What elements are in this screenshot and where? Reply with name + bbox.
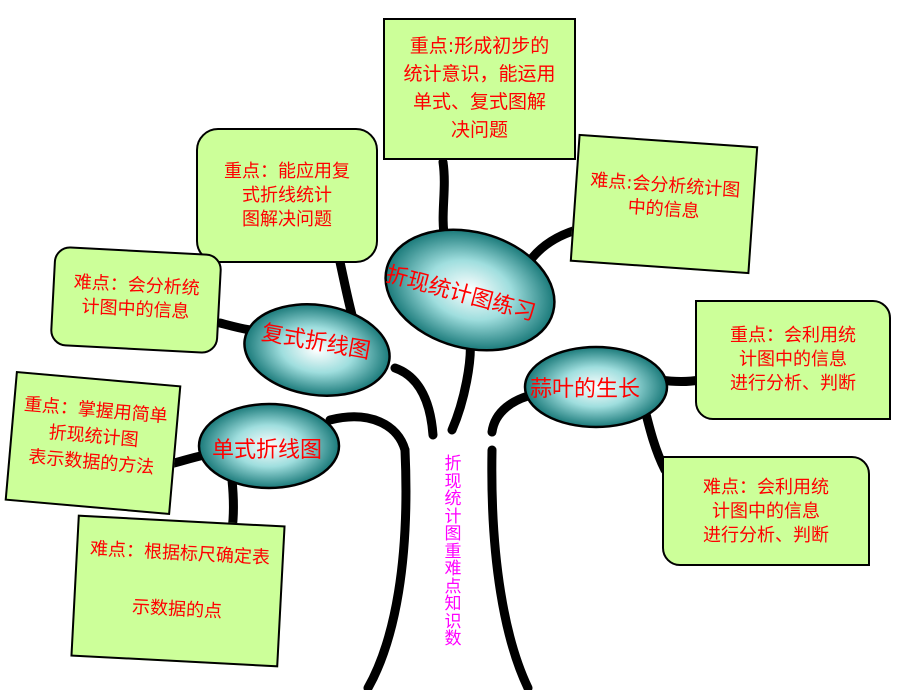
note-garlic-difficulty: 难点：会利用统 计图中的信息 进行分析、判断 bbox=[662, 456, 870, 566]
note-line: 重点：会利用统 bbox=[730, 325, 856, 346]
node-simple-label: 单式折线图 bbox=[212, 438, 323, 463]
note-line: 统计意识，能运用 bbox=[403, 63, 556, 85]
note-line: 单式、复式图解 bbox=[412, 91, 546, 113]
note-top-key: 重点:形成初步的 统计意识，能运用 单式、复式图解 决问题 bbox=[383, 18, 576, 160]
note-line: 计图中的信息 bbox=[712, 501, 820, 522]
note-simple-key: 重点：掌握用简单 折现统计图 表示数据的方法 bbox=[4, 371, 182, 515]
connector-compound-key bbox=[335, 257, 357, 320]
note-line: 进行分析、判断 bbox=[730, 373, 856, 394]
note-compound-difficulty: 难点：会分析统 计图中的信息 bbox=[49, 245, 223, 355]
note-line: 重点：能应用复 bbox=[224, 161, 350, 182]
branch-to-simple bbox=[325, 412, 410, 455]
note-line: 重点:形成初步的 bbox=[409, 35, 550, 57]
note-line: 决问题 bbox=[450, 119, 508, 141]
branch-to-garlic bbox=[487, 391, 533, 437]
note-top-right-difficulty: 难点:会分析统计图 中的信息 bbox=[569, 133, 759, 275]
note-compound-key: 重点：能应用复 式折线统计 图解决问题 bbox=[196, 128, 378, 263]
connector-main-top-note bbox=[438, 157, 450, 245]
note-line: 式折线统计 bbox=[242, 185, 332, 206]
trunk-right-line bbox=[487, 445, 533, 690]
note-line: 进行分析、判断 bbox=[703, 525, 829, 546]
note-line: 难点：会利用统 bbox=[703, 477, 829, 498]
node-simple-oval bbox=[197, 402, 341, 490]
note-line: 计图中的信息 bbox=[739, 349, 847, 370]
note-simple-difficulty: 难点：根据标尺确定表 示数据的点 bbox=[70, 514, 286, 668]
node-compound-oval bbox=[243, 303, 391, 397]
note-line: 图解决问题 bbox=[242, 209, 332, 230]
note-garlic-key: 重点：会利用统 计图中的信息 进行分析、判断 bbox=[695, 300, 891, 420]
connector-compound-difficulty bbox=[215, 318, 255, 335]
node-main-oval bbox=[384, 228, 556, 352]
branch-to-main bbox=[447, 335, 475, 435]
trunk-left-line bbox=[363, 445, 411, 690]
branch-to-compound bbox=[390, 363, 438, 440]
trunk-label: 折现统计图重难点知识数 bbox=[444, 454, 462, 649]
node-garlic-oval bbox=[523, 345, 669, 429]
node-garlic-label: 蒜叶的生长 bbox=[530, 377, 641, 402]
